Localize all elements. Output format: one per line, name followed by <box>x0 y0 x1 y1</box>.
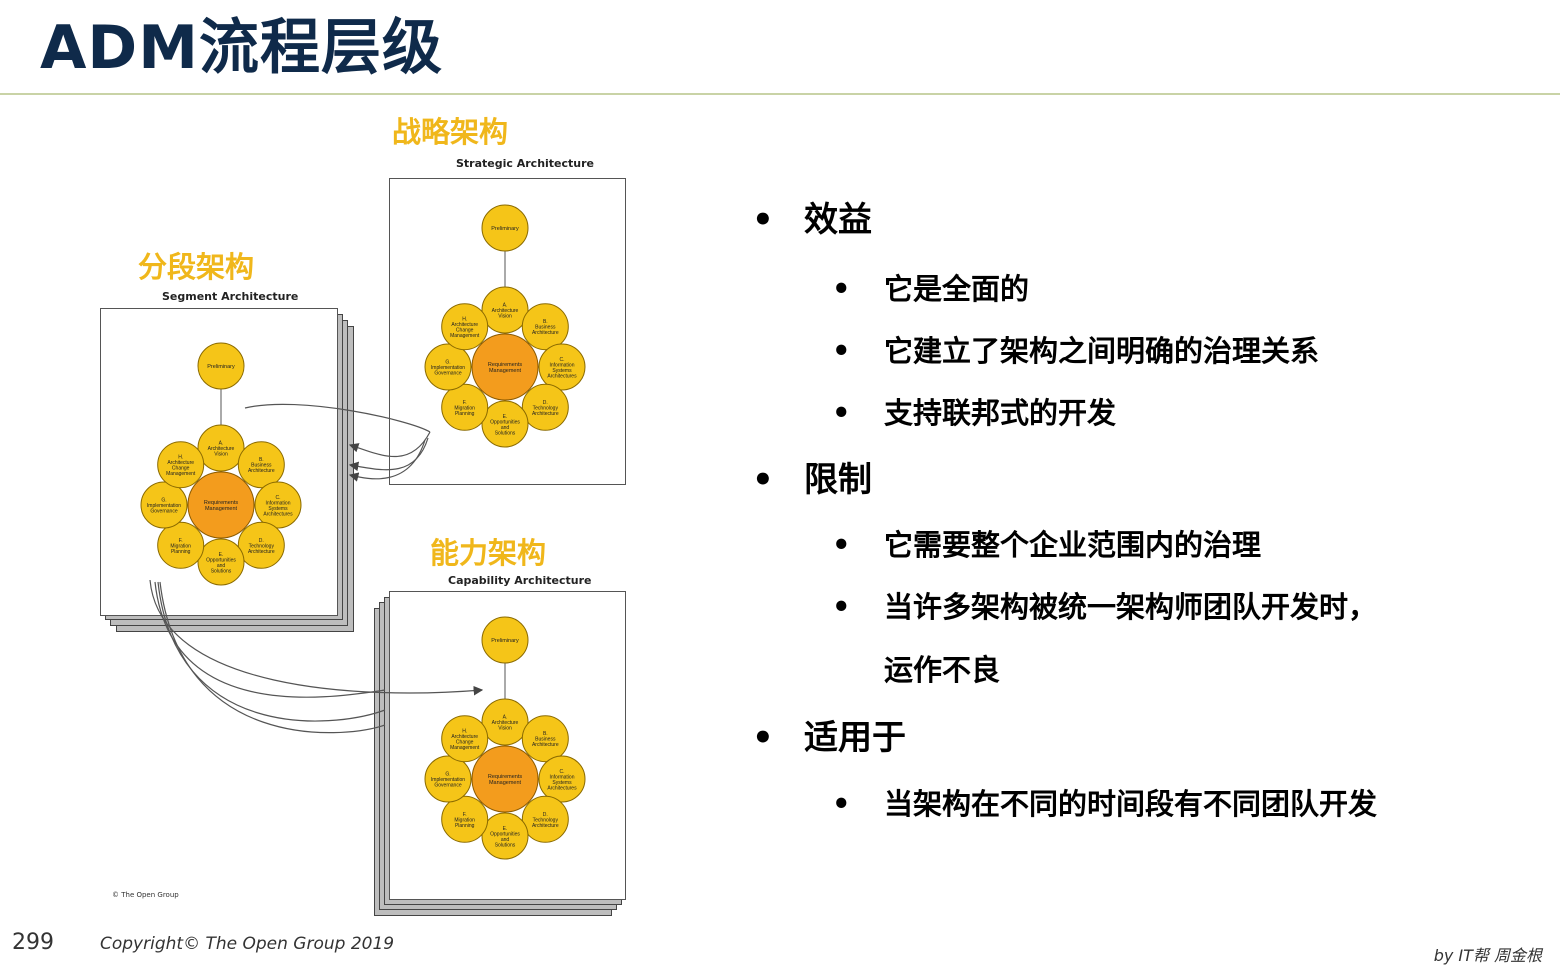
arrow-segment-to-capability-2 <box>154 581 386 698</box>
bullet-applies-1: •当架构在不同的时间段有不同团队开发 <box>832 787 1378 821</box>
capability-label-en: Capability Architecture <box>448 574 592 587</box>
adm-preliminary-label: Preliminary <box>491 226 519 232</box>
adm-phase-f-node <box>157 521 205 569</box>
adm-phase-g-node <box>424 755 472 803</box>
adm-phase-b-node <box>237 441 285 489</box>
strategic-label-en: Strategic Architecture <box>456 157 595 170</box>
diagram-copyright: © The Open Group <box>112 891 179 899</box>
adm-preliminary-node <box>481 204 529 252</box>
bullet-benefits-1: •它是全面的 <box>832 272 1030 306</box>
adm-phase-b-node <box>521 303 569 351</box>
capability-label-cn: 能力架构 <box>430 536 547 570</box>
arrow-segment-to-capability-4 <box>159 581 386 734</box>
adm-phase-h-node <box>157 441 205 489</box>
adm-phase-a-node <box>481 286 529 334</box>
adm-phase-a-node <box>197 424 245 472</box>
title-divider <box>0 93 1560 95</box>
adm-phase-f-node <box>441 795 489 843</box>
page-title: ADM流程层级 <box>40 13 443 83</box>
arrow-segment-to-capability-1 <box>149 579 484 696</box>
adm-phase-h-node <box>441 715 489 763</box>
adm-requirements-node <box>187 471 255 539</box>
adm-phase-c-node <box>254 481 302 529</box>
adm-phase-c-node <box>538 755 586 803</box>
bullet-limits: •限制 <box>752 460 872 500</box>
arrow-segment-to-capability-3 <box>157 581 386 722</box>
bullet-limits-2-cont: 运作不良 <box>884 653 1001 687</box>
bullet-limits-2: •当许多架构被统一架构师团队开发时， <box>832 590 1378 624</box>
footer-copyright: Copyright© The Open Group 2019 <box>100 934 395 954</box>
adm-phase-e-node <box>197 538 245 586</box>
bullet-benefits-2: •它建立了架构之间明确的治理关系 <box>832 334 1320 368</box>
footer-author: by IT帮 周金根 <box>1433 946 1542 965</box>
arrow-strategic-to-segment-1 <box>348 431 431 458</box>
arrow-segment-vision-to-strategic <box>244 403 431 433</box>
adm-phase-d-node <box>521 383 569 431</box>
adm-phase-h-node <box>441 303 489 351</box>
segment-label-cn: 分段架构 <box>138 250 255 284</box>
bullet-applies: •适用于 <box>752 718 906 758</box>
page-number: 299 <box>12 930 54 955</box>
adm-preliminary-node <box>197 342 245 390</box>
adm-preliminary-label: Preliminary <box>491 638 519 644</box>
arrow-strategic-to-segment-2 <box>348 437 429 472</box>
bullet-benefits-3: •支持联邦式的开发 <box>832 396 1117 430</box>
bullet-benefits: •效益 <box>752 200 872 240</box>
adm-phase-a-node <box>481 698 529 746</box>
bullet-limits-1: •它需要整个企业范围内的治理 <box>832 528 1262 562</box>
adm-requirements-node <box>471 745 539 813</box>
strategic-label-cn: 战略架构 <box>392 115 509 149</box>
adm-phase-e-node <box>481 812 529 860</box>
adm-phase-e-node <box>481 400 529 448</box>
adm-phase-g-node <box>424 343 472 391</box>
segment-label-en: Segment Architecture <box>162 290 299 303</box>
adm-phase-d-node <box>237 521 285 569</box>
adm-requirements-node <box>471 333 539 401</box>
arrow-strategic-to-segment-3 <box>348 439 426 482</box>
adm-preliminary-label: Preliminary <box>207 364 235 370</box>
adm-phase-c-node <box>538 343 586 391</box>
adm-phase-g-node <box>140 481 188 529</box>
adm-phase-b-node <box>521 715 569 763</box>
adm-preliminary-node <box>481 616 529 664</box>
adm-phase-d-node <box>521 795 569 843</box>
adm-phase-f-node <box>441 383 489 431</box>
